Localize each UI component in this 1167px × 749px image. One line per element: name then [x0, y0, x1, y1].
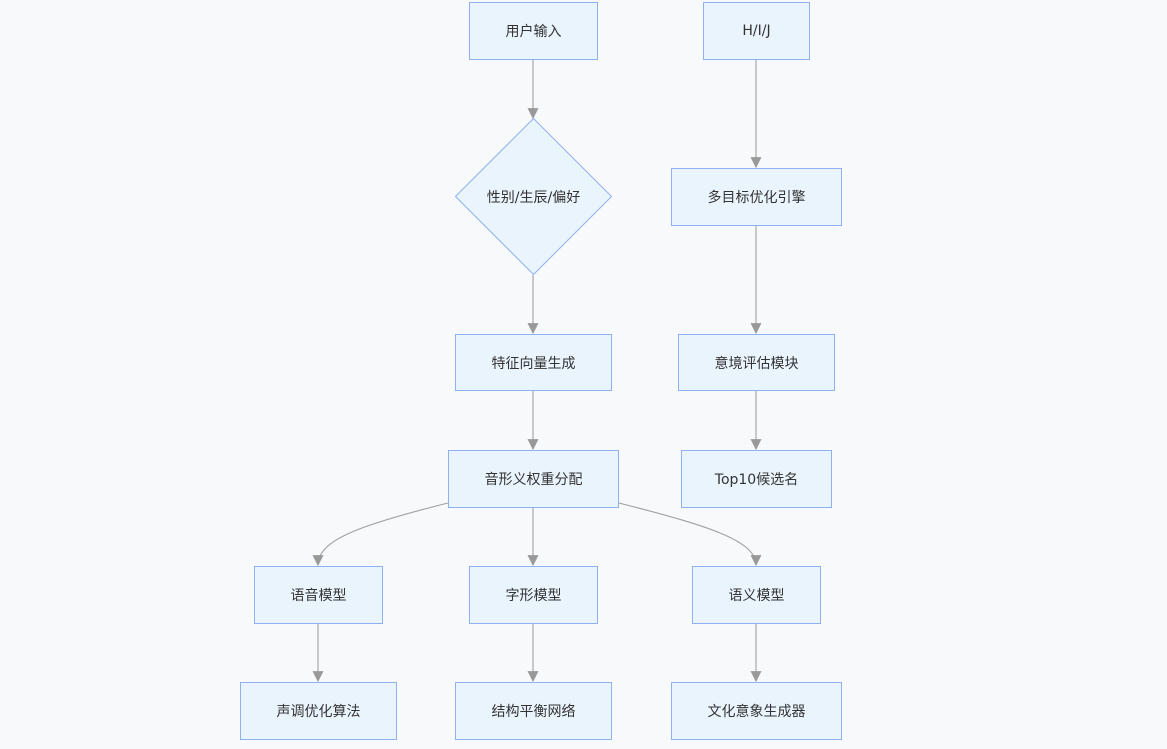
node-user-input[interactable]: 用户输入 — [469, 2, 598, 60]
node-structure-network[interactable]: 结构平衡网络 — [455, 682, 612, 740]
node-semantic-model[interactable]: 语义模型 — [692, 566, 821, 624]
node-multi-objective[interactable]: 多目标优化引擎 — [671, 168, 842, 226]
node-label: 用户输入 — [505, 24, 562, 40]
node-culture-generator[interactable]: 文化意象生成器 — [671, 682, 842, 740]
node-label: 字形模型 — [505, 588, 562, 604]
edge-weight-to-semantic — [618, 502, 762, 567]
node-label: 语义模型 — [728, 588, 785, 604]
node-phonetic-model[interactable]: 语音模型 — [254, 566, 383, 624]
node-label: 声调优化算法 — [276, 704, 361, 720]
node-label: 音形义权重分配 — [484, 472, 583, 488]
node-feature-vector[interactable]: 特征向量生成 — [455, 334, 612, 391]
node-artistic-eval[interactable]: 意境评估模块 — [678, 334, 835, 391]
decision-diamond-shape — [455, 118, 612, 275]
node-tone-optimization[interactable]: 声调优化算法 — [240, 682, 397, 740]
node-glyph-model[interactable]: 字形模型 — [469, 566, 598, 624]
node-label: 文化意象生成器 — [707, 704, 806, 720]
node-label: Top10候选名 — [714, 472, 799, 488]
decision-node[interactable]: 性别/生辰/偏好 — [455, 118, 612, 275]
node-hij[interactable]: H/I/J — [703, 2, 810, 60]
node-top10[interactable]: Top10候选名 — [681, 450, 832, 508]
node-label: 语音模型 — [290, 588, 347, 604]
decision-label: 性别/生辰/偏好 — [486, 189, 581, 206]
node-label: 意境评估模块 — [714, 355, 799, 372]
node-label: 结构平衡网络 — [491, 704, 576, 720]
node-weight-allocation[interactable]: 音形义权重分配 — [448, 450, 619, 508]
node-label: H/I/J — [742, 23, 771, 39]
edge-weight-to-phonetic — [312, 502, 449, 567]
node-label: 特征向量生成 — [491, 355, 576, 372]
node-label: 多目标优化引擎 — [707, 190, 806, 206]
